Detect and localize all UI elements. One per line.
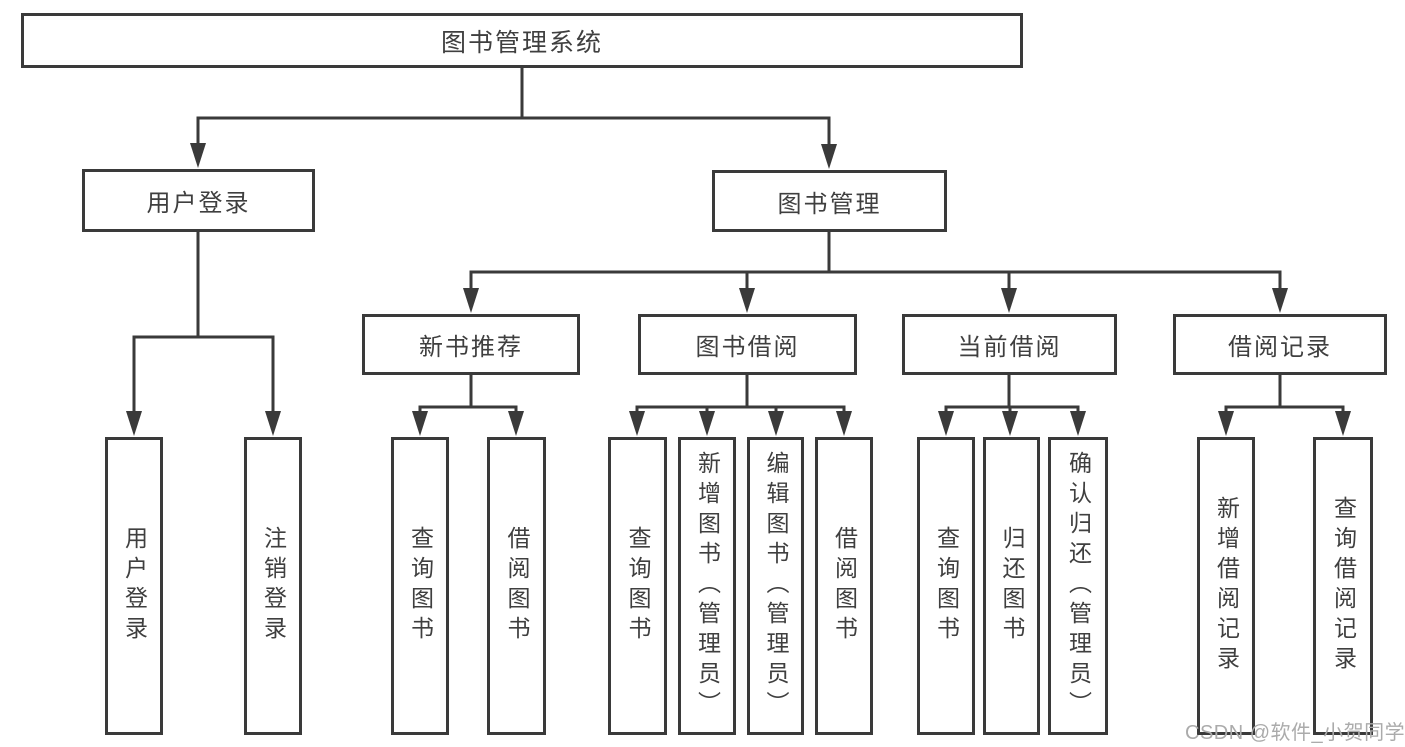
watermark-text: CSDN @软件_小贺同学 bbox=[1185, 722, 1405, 744]
leaf-recommend-query-book-label: 查询图书 bbox=[407, 526, 434, 646]
leaf-borrow-query-book-label: 查询图书 bbox=[625, 526, 651, 646]
leaf-confirm-return-admin: 确认归还（管理员） bbox=[1048, 437, 1108, 735]
node-borrow-record: 借阅记录 bbox=[1173, 314, 1387, 375]
leaf-add-borrow-record-label: 新增借阅记录 bbox=[1213, 496, 1240, 676]
node-user-login-label: 用户登录 bbox=[146, 190, 251, 217]
node-current-borrow-label: 当前借阅 bbox=[957, 334, 1062, 361]
leaf-add-book-admin: 新增图书（管理员） bbox=[678, 437, 736, 735]
node-new-book-recommend: 新书推荐 bbox=[362, 314, 580, 375]
node-borrow-record-label: 借阅记录 bbox=[1228, 334, 1332, 361]
leaf-user-login-label: 用户登录 bbox=[121, 526, 148, 646]
leaf-logout: 注销登录 bbox=[244, 437, 302, 735]
leaf-current-query-book-label: 查询图书 bbox=[933, 526, 960, 646]
leaf-add-book-admin-label: 新增图书（管理员） bbox=[694, 451, 721, 721]
leaf-user-login: 用户登录 bbox=[105, 437, 163, 735]
leaf-current-query-book: 查询图书 bbox=[917, 437, 975, 735]
leaf-edit-book-admin: 编辑图书（管理员） bbox=[747, 437, 804, 735]
leaf-edit-book-admin-label: 编辑图书（管理员） bbox=[763, 451, 789, 721]
leaf-borrow-query-book: 查询图书 bbox=[608, 437, 667, 735]
leaf-query-borrow-record-label: 查询借阅记录 bbox=[1330, 496, 1357, 676]
node-book-management-label: 图书管理 bbox=[777, 190, 882, 218]
node-user-login: 用户登录 bbox=[82, 169, 315, 232]
leaf-borrow-book: 借阅图书 bbox=[815, 437, 873, 735]
leaf-recommend-query-book: 查询图书 bbox=[391, 437, 449, 735]
leaf-confirm-return-admin-label: 确认归还（管理员） bbox=[1065, 451, 1092, 721]
node-root: 图书管理系统 bbox=[21, 13, 1023, 68]
node-book-management: 图书管理 bbox=[712, 170, 947, 232]
leaf-return-book: 归还图书 bbox=[983, 437, 1040, 735]
leaf-recommend-borrow-book: 借阅图书 bbox=[487, 437, 546, 735]
leaf-add-borrow-record: 新增借阅记录 bbox=[1197, 437, 1255, 735]
node-book-borrow: 图书借阅 bbox=[638, 314, 857, 375]
leaf-recommend-borrow-book-label: 借阅图书 bbox=[504, 526, 530, 646]
node-current-borrow: 当前借阅 bbox=[902, 314, 1117, 375]
leaf-query-borrow-record: 查询借阅记录 bbox=[1313, 437, 1373, 735]
leaf-return-book-label: 归还图书 bbox=[999, 526, 1025, 646]
leaf-borrow-book-label: 借阅图书 bbox=[831, 526, 858, 646]
node-book-borrow-label: 图书借阅 bbox=[695, 334, 800, 361]
leaf-logout-label: 注销登录 bbox=[260, 526, 287, 646]
node-root-label: 图书管理系统 bbox=[440, 28, 603, 57]
node-new-book-recommend-label: 新书推荐 bbox=[419, 334, 523, 361]
